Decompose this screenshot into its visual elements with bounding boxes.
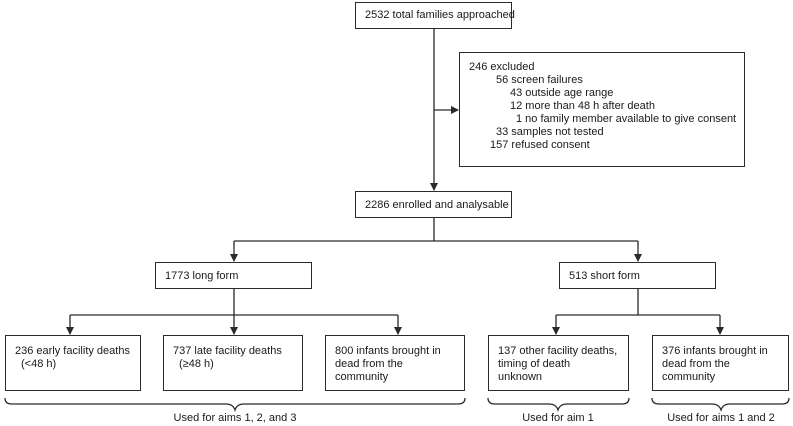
box-families-approached: 2532 total families approached <box>355 2 515 29</box>
excluded-screen-failures: 56 screen failures <box>496 74 583 86</box>
excluded-samples-not-tested: 33 samples not tested <box>496 126 604 138</box>
brace-aim-1 <box>487 397 630 413</box>
box-early-facility-deaths: 236 early facility deaths (<48 h) <box>5 335 141 391</box>
short-form-label: 513 short form <box>569 270 640 282</box>
box-short-form: 513 short form <box>559 262 716 289</box>
community-long-line-1: 800 infants brought in <box>335 345 441 357</box>
excluded-no-family: 1 no family member available to give con… <box>516 113 737 125</box>
approached-label: 2532 total families approached <box>365 9 515 21</box>
late-label: 737 late facility deaths <box>173 345 282 357</box>
box-excluded: 246 excluded 56 screen failures 43 outsi… <box>459 52 745 167</box>
early-timing: (<48 h) <box>21 358 57 370</box>
early-label: 236 early facility deaths <box>15 345 130 357</box>
box-enrolled: 2286 enrolled and analysable <box>355 191 512 218</box>
brace-aims-12 <box>651 397 790 413</box>
label-aims-123: Used for aims 1, 2, and 3 <box>173 412 297 424</box>
long-form-label: 1773 long form <box>165 270 239 282</box>
community-short-line-1: 376 infants brought in <box>662 345 768 357</box>
excluded-refused: 157 refused consent <box>490 139 590 151</box>
late-timing: (≥48 h) <box>179 358 214 370</box>
other-facility-line-3: unknown <box>498 371 543 383</box>
label-aim-1: Used for aim 1 <box>522 412 594 424</box>
other-facility-line-1: 137 other facility deaths, <box>498 345 618 357</box>
community-short-line-2: dead from the <box>662 358 730 370</box>
box-community-short: 376 infants brought in dead from the com… <box>652 335 789 391</box>
excluded-48h: 12 more than 48 h after death <box>510 100 655 112</box>
label-aims-12: Used for aims 1 and 2 <box>667 412 775 424</box>
box-other-facility-deaths: 137 other facility deaths, timing of dea… <box>488 335 629 391</box>
excluded-age-range: 43 outside age range <box>510 87 614 99</box>
excluded-total: 246 excluded <box>469 61 535 73</box>
enrolled-label: 2286 enrolled and analysable <box>365 199 509 211</box>
other-facility-line-2: timing of death <box>498 358 571 370</box>
community-long-line-3: community <box>335 371 389 383</box>
community-long-line-2: dead from the <box>335 358 403 370</box>
box-late-facility-deaths: 737 late facility deaths (≥48 h) <box>163 335 303 391</box>
brace-aims-123 <box>4 397 466 413</box>
box-community-long: 800 infants brought in dead from the com… <box>325 335 465 391</box>
community-short-line-3: community <box>662 371 716 383</box>
box-long-form: 1773 long form <box>155 262 312 289</box>
